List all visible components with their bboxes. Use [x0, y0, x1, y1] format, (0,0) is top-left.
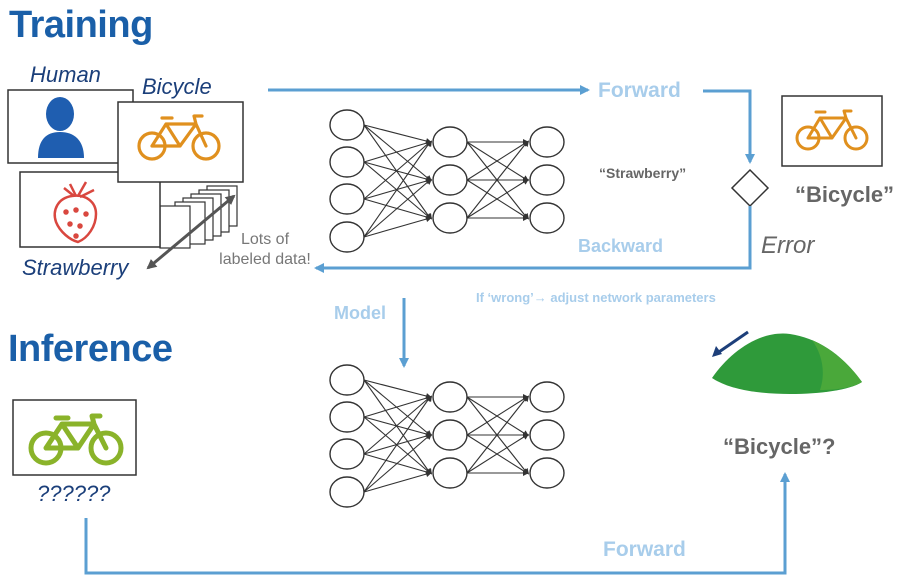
nn-node — [432, 419, 468, 451]
inference-forward-label: Forward — [603, 538, 686, 561]
nn-node — [529, 164, 565, 196]
nn-connection — [466, 396, 528, 436]
nn-arrowhead — [523, 470, 529, 476]
training-forward-connector — [703, 89, 755, 164]
nn-node — [329, 438, 365, 470]
nn-node — [432, 164, 468, 196]
neural-network-training — [329, 109, 565, 253]
model-label: Model — [334, 303, 386, 323]
nn-node — [432, 126, 468, 158]
inference-card — [12, 399, 137, 476]
backward-label: Backward — [578, 236, 664, 256]
nn-node — [529, 126, 565, 158]
unknown-label: ?????? — [37, 481, 111, 506]
inference-bicycle-icon — [28, 413, 124, 466]
nn-connection — [363, 141, 431, 238]
nn-connection — [363, 396, 431, 418]
label-human: Human — [30, 62, 101, 87]
decision-diamond-icon — [730, 168, 770, 208]
hill-icon — [712, 330, 862, 394]
lots-of-data-arrow — [146, 194, 236, 270]
nn-node — [329, 364, 365, 396]
nn-arrowhead — [425, 216, 432, 222]
nn-connection — [363, 396, 431, 455]
nn-node — [329, 183, 365, 215]
neural-network-inference — [329, 364, 565, 508]
label-strawberry: Strawberry — [22, 255, 129, 280]
nn-node — [432, 202, 468, 234]
truth-card — [781, 95, 883, 167]
training-title: Training — [9, 4, 153, 46]
nn-connection — [363, 217, 431, 238]
nn-connection — [466, 141, 528, 219]
strawberry-icon — [53, 181, 98, 244]
truth-bicycle-icon — [795, 109, 869, 151]
nn-node — [529, 202, 565, 234]
nn-node — [432, 381, 468, 413]
nn-node — [529, 381, 565, 413]
human-card — [7, 89, 134, 164]
strawberry-card — [19, 171, 161, 248]
nn-node — [329, 476, 365, 508]
training-forward-label: Forward — [598, 79, 681, 102]
nn-node — [329, 221, 365, 253]
nn-arrowhead — [523, 215, 529, 221]
nn-arrowhead — [522, 178, 529, 185]
truth-label: “Bicycle” — [795, 182, 895, 207]
nn-arrowhead — [426, 395, 432, 402]
nn-node — [529, 457, 565, 489]
nn-connection — [363, 396, 431, 493]
nn-arrowhead — [426, 140, 432, 147]
nn-connection — [466, 179, 528, 219]
inference-title: Inference — [8, 328, 173, 370]
lots-of-data-line1: Lots of — [240, 231, 290, 248]
inference-result-label: “Bicycle”? — [723, 434, 836, 459]
inference-forward-arrow — [84, 472, 790, 575]
nn-connection — [363, 141, 431, 163]
nn-connection — [363, 141, 431, 200]
nn-arrowhead — [522, 395, 529, 402]
nn-arrowhead — [425, 433, 432, 440]
nn-node — [529, 419, 565, 451]
error-label: Error — [761, 232, 815, 259]
nn-connection — [363, 124, 431, 143]
human-icon — [38, 97, 84, 158]
nn-connection — [363, 472, 431, 493]
nn-node — [432, 457, 468, 489]
nn-arrowhead — [425, 178, 432, 185]
nn-node — [329, 146, 365, 178]
bicycle-card — [117, 101, 244, 183]
training-backward-arrow — [314, 206, 752, 273]
label-bicycle: Bicycle — [142, 74, 212, 99]
nn-arrowhead — [522, 140, 529, 147]
nn-connection — [466, 434, 528, 474]
nn-connection — [363, 179, 431, 238]
nn-node — [329, 401, 365, 433]
adjust-label: If ‘wrong’→ adjust network parameters — [476, 290, 716, 305]
bicycle-icon — [137, 114, 221, 161]
nn-connection — [466, 396, 528, 474]
nn-arrowhead — [522, 433, 529, 440]
nn-arrowhead — [425, 471, 432, 477]
nn-connection — [466, 141, 528, 181]
nn-connection — [363, 379, 431, 398]
nn-connection — [363, 434, 431, 493]
nn-node — [329, 109, 365, 141]
prediction-label: “Strawberry” — [599, 165, 687, 181]
lots-of-data-label: Lots of labeled data! — [210, 230, 320, 270]
lots-of-data-line2: labeled data! — [219, 251, 311, 268]
